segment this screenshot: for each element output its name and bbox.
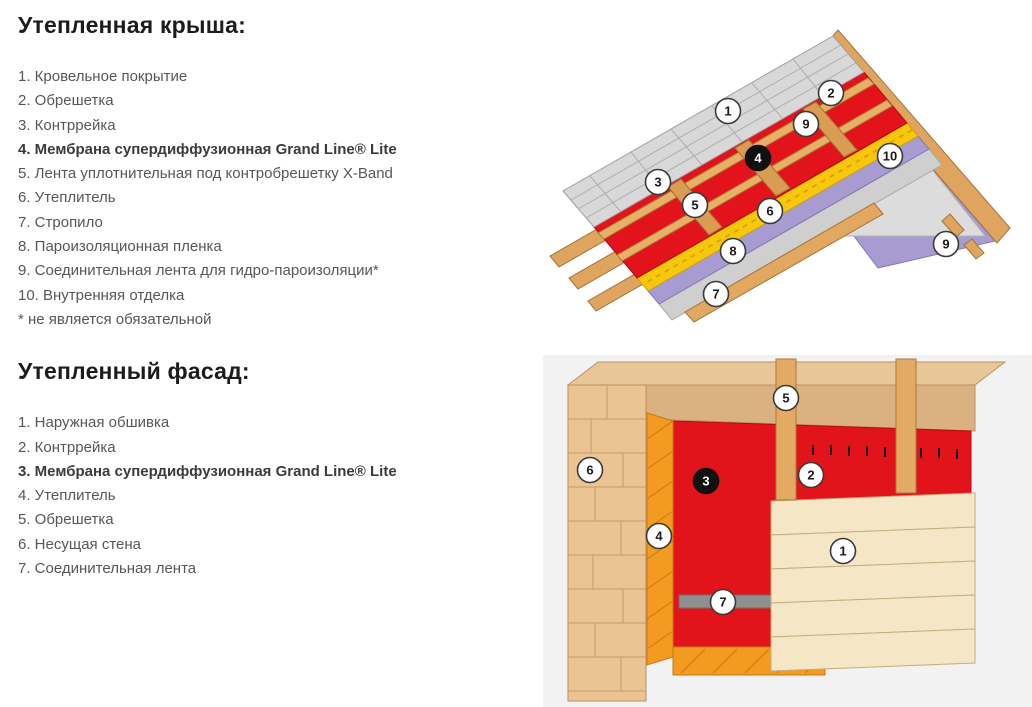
callout-number: 5 <box>691 198 698 213</box>
callout-circle <box>714 97 742 125</box>
roof-left-slope <box>562 35 943 323</box>
callout-8: 8 <box>719 237 747 265</box>
roof-diagram: 1 2 9 4 3 5 6 8 10 9 7 <box>549 29 1011 323</box>
callout-1: 1 <box>714 97 742 125</box>
insulation-texture <box>641 129 913 286</box>
callout-6: 6 <box>756 197 784 225</box>
callout-circle <box>744 144 772 172</box>
callout-circle <box>576 456 604 484</box>
callout-number: 10 <box>883 149 897 164</box>
list-item: 3. Мембрана супердиффузионная Grand Line… <box>18 462 397 480</box>
callout-number: 6 <box>586 463 593 478</box>
list-item: 5. Лента уплотнительная под контробрешет… <box>18 165 393 183</box>
callout-circle <box>756 197 784 225</box>
callout-circle <box>681 191 709 219</box>
callout-10: 10 <box>876 142 904 170</box>
callout-6: 6 <box>576 456 604 484</box>
callout-number: 9 <box>802 117 809 132</box>
list-item: 7. Соединительная лента <box>18 560 197 578</box>
callout-4: 4 <box>645 522 673 550</box>
facade-section-title: Утепленный фасад: <box>18 358 250 385</box>
list-item: 2. Обрешетка <box>18 92 114 110</box>
callout-number: 3 <box>702 474 709 489</box>
callout-5: 5 <box>772 384 800 412</box>
roof-callouts: 1 2 9 4 3 5 6 8 10 9 7 <box>644 79 960 308</box>
block-course-lines <box>568 385 646 692</box>
list-item: 1. Наружная обшивка <box>18 414 170 432</box>
callout-circle <box>876 142 904 170</box>
callout-number: 3 <box>654 175 661 190</box>
callout-number: 9 <box>942 237 949 252</box>
list-item: 3. Контррейка <box>18 116 116 134</box>
callout-number: 7 <box>719 595 726 610</box>
callout-circle <box>719 237 747 265</box>
wall-front-face <box>567 384 647 702</box>
list-item: 10. Внутренняя отделка <box>18 286 185 304</box>
callout-1: 1 <box>829 537 857 565</box>
callout-circle <box>932 230 960 258</box>
callout-7: 7 <box>709 588 737 616</box>
callout-circle <box>644 168 672 196</box>
callout-number: 7 <box>712 287 719 302</box>
callout-number: 4 <box>655 529 663 544</box>
wall-plate-board <box>684 202 884 323</box>
siding-plank <box>770 628 976 672</box>
callout-circle <box>792 110 820 138</box>
list-item: 2. Контррейка <box>18 438 116 456</box>
list-item: 4. Утеплитель <box>18 487 116 505</box>
callout-2: 2 <box>817 79 845 107</box>
facade-callouts: 5 6 2 3 4 1 7 <box>576 384 857 616</box>
list-item: 5. Обрешетка <box>18 511 114 529</box>
callout-number: 5 <box>782 391 789 406</box>
text-column: Утепленная крыша: 1. Кровельное покрытие… <box>18 12 534 581</box>
callout-9: 9 <box>792 110 820 138</box>
list-item: 6. Утеплитель <box>18 189 116 207</box>
callout-number: 6 <box>766 204 773 219</box>
callout-4: 4 <box>744 144 772 172</box>
callout-5: 5 <box>681 191 709 219</box>
callout-3: 3 <box>692 467 720 495</box>
list-item: 1. Кровельное покрытие <box>18 68 188 85</box>
bearing-wall <box>567 384 647 702</box>
callout-circle <box>829 537 857 565</box>
facade-diagram: 5 6 2 3 4 1 7 <box>543 355 1032 707</box>
callout-2: 2 <box>797 461 825 489</box>
callout-number: 8 <box>729 244 736 259</box>
rafter-tails <box>549 224 651 312</box>
callout-number: 1 <box>839 544 846 559</box>
counter-batten <box>802 101 858 158</box>
callout-circle <box>797 461 825 489</box>
callout-number: 4 <box>754 151 762 166</box>
callout-circle <box>709 588 737 616</box>
list-item: 6. Несущая стена <box>18 535 141 553</box>
roof-parts-list: 1. Кровельное покрытие 2. Обрешетка 3. Кон… <box>18 65 534 332</box>
callout-circle <box>645 522 673 550</box>
list-item: 9. Соединительная лента для гидро-пароиз… <box>18 262 379 280</box>
counter-batten <box>775 358 797 501</box>
list-item: 4. Мембрана супердиффузионная Grand Line… <box>18 140 397 158</box>
callout-circle <box>692 467 720 495</box>
callout-circle <box>702 280 730 308</box>
callout-7: 7 <box>702 280 730 308</box>
list-item: 8. Пароизоляционная пленка <box>18 238 222 256</box>
list-item: * не является обязательной <box>18 310 212 328</box>
callout-circle <box>772 384 800 412</box>
callout-number: 2 <box>807 468 814 483</box>
tile-grid-lines <box>570 44 857 219</box>
callout-3: 3 <box>644 168 672 196</box>
callout-circle <box>817 79 845 107</box>
roof-section-title: Утепленная крыша: <box>18 12 246 38</box>
callout-number: 1 <box>724 104 731 119</box>
callout-number: 2 <box>827 86 834 101</box>
facade-parts-list: 1. Наружная обшивка 2. Контррейка 3. Мембр… <box>18 411 534 581</box>
rafter-end-right-2 <box>963 238 985 260</box>
callout-9: 9 <box>932 230 960 258</box>
list-item: 7. Стропило <box>18 213 103 231</box>
siding-planks <box>770 492 976 672</box>
counter-batten <box>895 358 917 494</box>
